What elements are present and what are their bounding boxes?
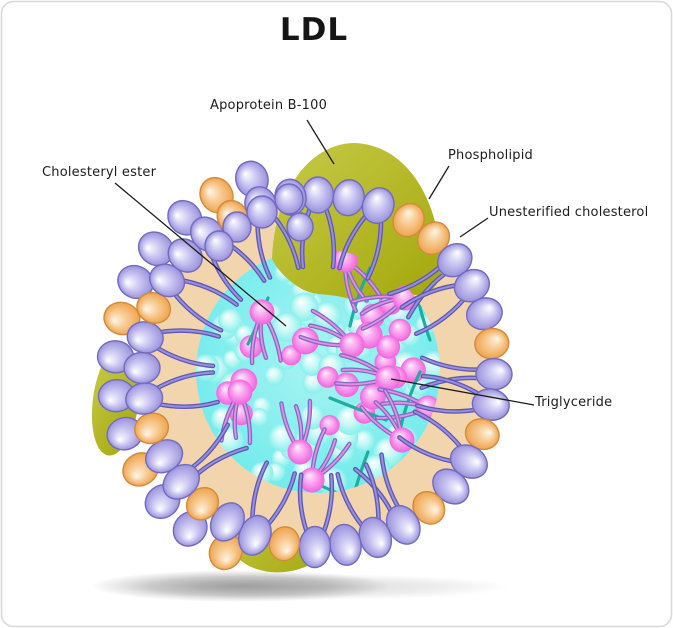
outer-membrane-ring	[96, 160, 513, 571]
label-leader-lines	[114, 119, 535, 406]
label-unesterified-cholesterol: Unesterified cholesterol	[489, 205, 649, 220]
ground-shadow	[90, 570, 510, 602]
label-phospholipid: Phospholipid	[448, 148, 533, 163]
label-triglyceride: Triglyceride	[535, 395, 613, 410]
label-cholesteryl-ester: Cholesteryl ester	[42, 165, 157, 180]
diagram-title: LDL	[279, 12, 349, 48]
label-apoprotein-b100: Apoprotein B-100	[210, 98, 328, 113]
